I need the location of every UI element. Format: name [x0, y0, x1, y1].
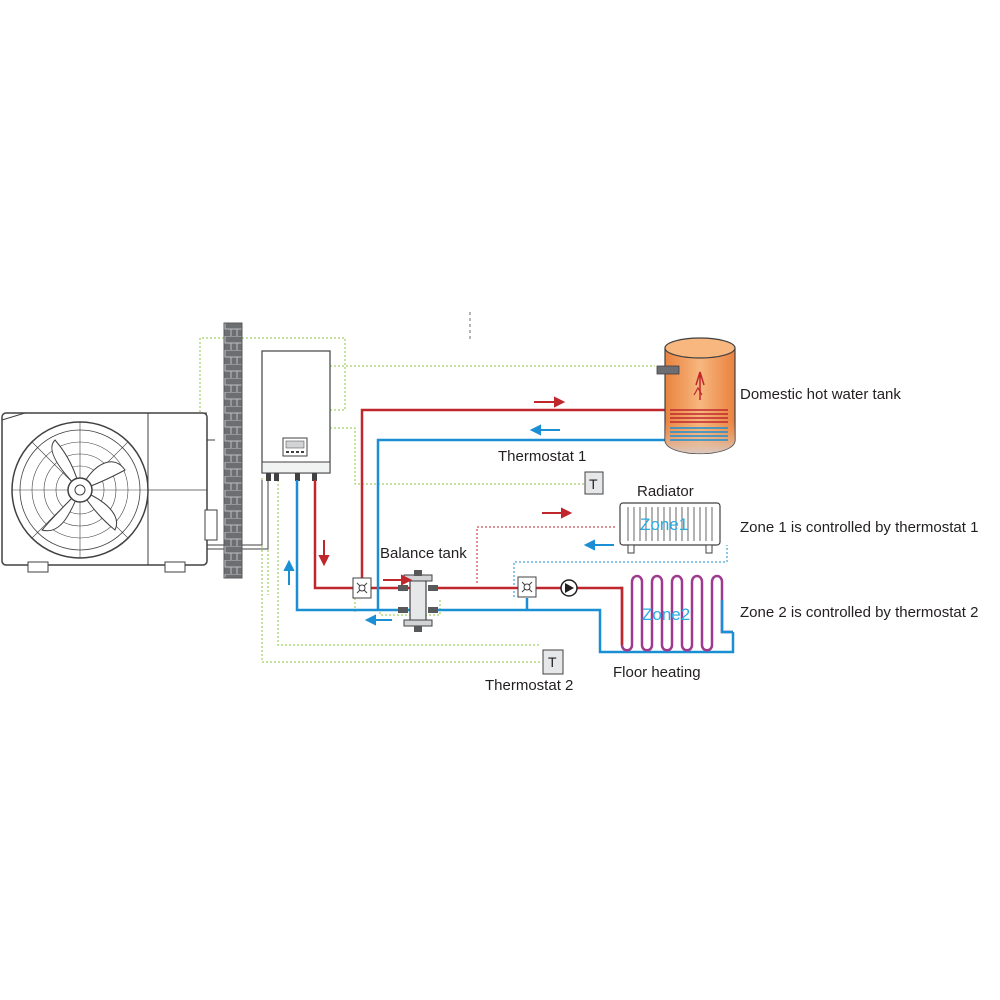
pump-icon: [560, 579, 578, 597]
dhw-tank-label: Domestic hot water tank: [740, 386, 901, 403]
balance-tank-label: Balance tank: [380, 545, 467, 562]
indoor-unit-icon: [261, 350, 331, 481]
thermostat2-icon: T: [542, 649, 564, 675]
hot-water-tank-icon: [656, 337, 736, 454]
flow-arrows: [283, 396, 614, 626]
thermostat1-label: Thermostat 1: [498, 448, 586, 465]
floor-sensor-line: [513, 545, 728, 597]
return-pipes: [295, 438, 735, 654]
thermostat1-symbol: T: [589, 476, 598, 492]
thermostat1-icon: T: [584, 471, 604, 495]
coil-icon: [620, 574, 733, 652]
three-way-valve-icon: [517, 576, 537, 598]
outdoor-unit-icon: [1, 412, 269, 573]
zone1-label: Zone1: [640, 515, 688, 534]
three-way-valve-icon: [352, 577, 372, 599]
zone2-description: Zone 2 is controlled by thermostat 2: [740, 604, 978, 621]
zone1-description: Zone 1 is controlled by thermostat 1: [740, 519, 978, 536]
floor-heating-label: Floor heating: [613, 664, 701, 681]
radiator-sensor-line: [476, 526, 615, 583]
radiator-icon: [619, 502, 721, 554]
balance-tank-icon: [398, 570, 438, 632]
fan-icon: [11, 421, 149, 559]
thermostat2-label: Thermostat 2: [485, 677, 573, 694]
brick-wall-icon: [223, 322, 243, 579]
supply-pipes: [313, 408, 668, 590]
zone2-label: Zone2: [642, 605, 690, 624]
radiator-label: Radiator: [637, 483, 694, 500]
thermostat2-symbol: T: [548, 654, 557, 670]
